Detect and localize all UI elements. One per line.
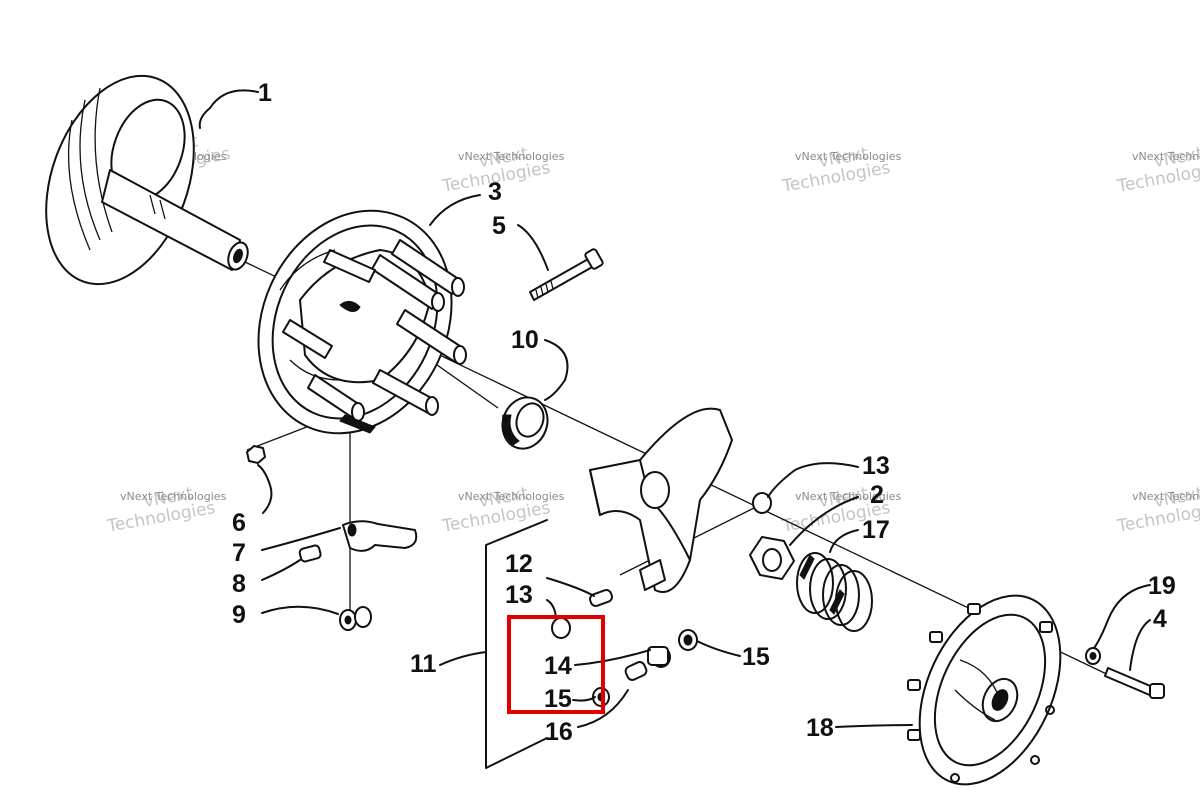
- callout-label-19: 19: [1148, 572, 1176, 600]
- callout-label-16: 16: [545, 718, 573, 746]
- part-11-arm-bracket: [589, 407, 733, 593]
- callout-label-1: 1: [258, 79, 272, 107]
- callout-label-12: 12: [505, 550, 533, 578]
- part-7-cam-arm: [342, 520, 418, 552]
- part-9-washers: [339, 606, 372, 631]
- callout-label-10: 10: [511, 326, 539, 354]
- part-3-spider-assembly: [257, 209, 467, 435]
- callout-labels: 1 3 5 10 6 7 8 9 11 12 13 14 15 16 15 13…: [232, 79, 1176, 746]
- watermark: Technologies vNext: [105, 484, 217, 537]
- part-2-nut: [749, 536, 795, 580]
- part-1-fixed-sheave: [45, 74, 249, 286]
- callout-label-18: 18: [806, 714, 834, 742]
- highlight-box: [507, 615, 605, 714]
- callout-label-4: 4: [1153, 605, 1167, 633]
- callout-label-15-right: 15: [742, 643, 770, 671]
- callout-label-8: 8: [232, 570, 246, 598]
- callout-label-2: 2: [870, 481, 884, 509]
- part-5-bolt: [529, 248, 604, 301]
- watermark-text: vNext Technologies: [1132, 150, 1200, 163]
- part-8-roller: [298, 544, 322, 563]
- watermark: Technologies vNext: [440, 484, 552, 537]
- part-13-bushing-upper: [752, 492, 772, 514]
- watermark: Technologies vNext: [780, 144, 892, 197]
- watermark-text: vNext Technologies: [120, 490, 227, 503]
- callout-label-17: 17: [862, 516, 890, 544]
- hub-studs: [907, 603, 1053, 741]
- part-16-spacer: [647, 646, 671, 668]
- watermark: Technologies vNext: [1115, 144, 1200, 197]
- part-17-spring: [796, 552, 873, 632]
- callout-label-13-lower: 13: [505, 581, 533, 609]
- leader-lines: [198, 89, 1151, 728]
- part-14-roller: [624, 661, 648, 681]
- callout-label-13-upper: 13: [862, 452, 890, 480]
- callout-label-11: 11: [410, 650, 437, 678]
- watermarks: Technologies vNext vNext Technologies Te…: [105, 131, 1200, 537]
- part-19-washer: [1085, 647, 1101, 665]
- part-12-pin: [589, 589, 613, 607]
- watermark-text: vNext Technologies: [458, 150, 565, 163]
- callout-label-3: 3: [488, 178, 502, 206]
- part-10-bushing: [501, 396, 549, 450]
- watermark-text: vNext Technologies: [795, 150, 902, 163]
- watermark: Technologies vNext: [1115, 484, 1200, 537]
- callout-label-6: 6: [232, 509, 246, 537]
- part-15-washer-right: [678, 629, 698, 651]
- callout-label-7: 7: [232, 539, 246, 567]
- watermark: Technologies vNext: [440, 144, 552, 197]
- part-4-bolt: [1104, 667, 1165, 699]
- watermark-text: vNext Technologies: [458, 490, 565, 503]
- spider-pins: [282, 239, 467, 422]
- group-bracket-11: [439, 519, 548, 769]
- callout-label-14: 14: [544, 652, 572, 680]
- watermark-text: vNext Technologies: [795, 490, 902, 503]
- callout-label-15-left: 15: [544, 685, 572, 713]
- part-6-nut: [246, 445, 266, 464]
- part-13-bushing-lower: [551, 617, 571, 639]
- callout-label-5: 5: [492, 212, 506, 240]
- part-18-cover-hub: [907, 594, 1062, 786]
- callout-label-9: 9: [232, 601, 246, 629]
- watermark-text: vNext Technologies: [1132, 490, 1200, 503]
